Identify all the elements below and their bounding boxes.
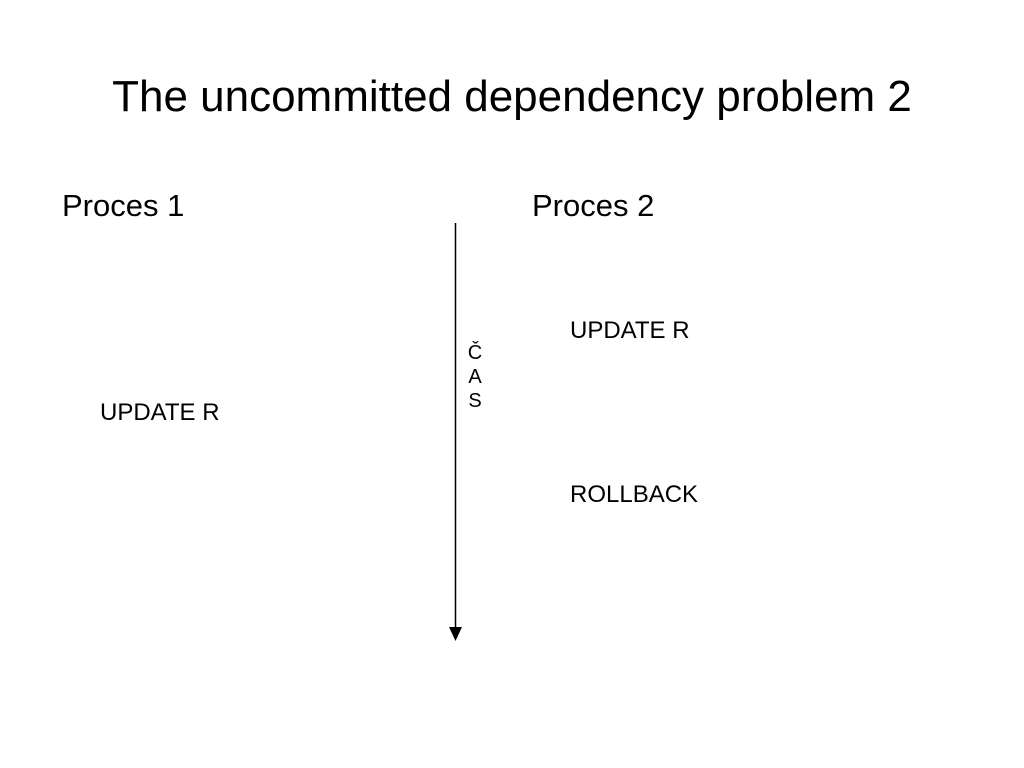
time-label-letter: A: [468, 366, 482, 388]
process-2-header: Proces 2: [532, 188, 655, 223]
time-arrow-head: [449, 627, 462, 641]
process-2-rollback-operation: ROLLBACK: [570, 481, 699, 508]
time-axis-label: Č A S: [465, 341, 485, 413]
process-1-header: Proces 1: [62, 188, 185, 223]
slide-title: The uncommitted dependency problem 2: [112, 72, 912, 121]
time-label-letter: Č: [467, 342, 483, 364]
process-1-update-operation: UPDATE R: [100, 399, 220, 426]
time-label-letter: S: [468, 390, 482, 412]
process-2-update-operation: UPDATE R: [570, 317, 690, 344]
